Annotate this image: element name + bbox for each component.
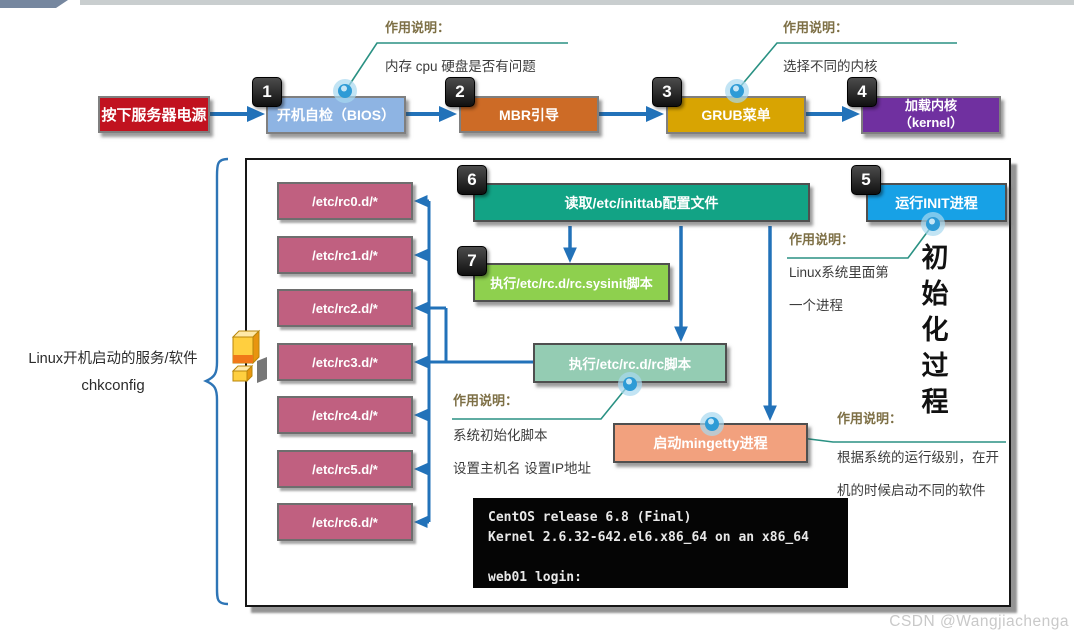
step-bios-label: 开机自检（BIOS） [276,107,396,123]
csdn-watermark: CSDN @Wangjiachenga [889,613,1069,630]
annotation-grub-title: 作用说明： [783,20,849,35]
annotation-mingetty-title: 作用说明： [837,411,903,426]
inittab-box: 读取/etc/inittab配置文件 [473,183,810,222]
mingetty-label: 启动mingetty进程 [653,435,768,451]
step-kernel-box: 加载内核 （kernel） [861,96,1001,134]
terminal-line-2: Kernel 2.6.32-642.el6.x86_64 on an x86_6… [488,530,809,545]
left-caption-line1: Linux开机启动的服务/软件 [28,351,198,367]
rc-level-box-0: /etc/rc0.d/* [277,182,413,220]
step-kernel-sublabel: （kernel） [898,115,964,130]
step-power-box: 按下服务器电源 [98,96,210,133]
rc-script-box: 执行/etc/rc.d/rc脚本 [533,343,727,383]
step-power-label: 按下服务器电源 [101,107,207,124]
step-kernel-label: 加载内核 [904,98,957,114]
step-mbr-box: MBR引导 [459,96,599,133]
init-process-box: 运行INIT进程 [866,183,1007,222]
mingetty-box: 启动mingetty进程 [613,423,808,463]
top-left-tab [0,0,68,8]
terminal-login-prompt: web01 login: [488,570,582,585]
inner-arrows [563,226,777,421]
annotation-rcscript-title: 作用说明： [453,393,519,408]
vertical-title: 初 始 化 过 程 [921,243,949,417]
warning-3d-icon [231,329,267,383]
terminal-blank-line [488,548,848,568]
annotation-mingetty-line2: 机的时候启动不同的软件 [837,483,986,498]
annotation-mingetty-line1: 根据系统的运行级别，在开 [837,450,999,465]
step-number-badge-4: 4 [847,77,877,107]
step-number-badge-7: 7 [457,246,487,276]
sysinit-label: 执行/etc/rc.d/rc.sysinit脚本 [490,276,653,291]
step-number-badge-3: 3 [652,77,682,107]
rc-level-box-2: /etc/rc2.d/* [277,289,413,327]
annotation-init-title: 作用说明： [789,232,855,247]
step-mbr-label: MBR引导 [499,106,559,123]
annotation-rcscript-line1: 系统初始化脚本 [453,428,548,443]
annotation-bios-body: 内存 cpu 硬盘是否有问题 [385,59,536,74]
init-process-label: 运行INIT进程 [895,194,978,211]
rc-level-box-4: /etc/rc4.d/* [277,396,413,434]
step-number-badge-2: 2 [445,77,475,107]
left-caption-line2: chkconfig [81,377,145,394]
top-gray-bar [80,0,1074,5]
annotation-init-line2: 一个进程 [789,298,843,313]
step-number-badge-1: 1 [252,77,282,107]
terminal-line-1: CentOS release 6.8 (Final) [488,510,692,525]
left-brace [203,157,229,606]
sysinit-box: 执行/etc/rc.d/rc.sysinit脚本 [473,263,670,302]
terminal-window: CentOS release 6.8 (Final) Kernel 2.6.32… [473,498,848,588]
rc-level-box-1: /etc/rc1.d/* [277,236,413,274]
step-grub-label: GRUB菜单 [701,107,771,123]
rc-level-box-6: /etc/rc6.d/* [277,503,413,541]
annotation-rcscript-line2: 设置主机名 设置IP地址 [453,461,592,476]
step-number-badge-6: 6 [457,165,487,195]
annotation-bios-title: 作用说明： [385,20,451,35]
inittab-label: 读取/etc/inittab配置文件 [564,194,719,211]
rc-level-box-5: /etc/rc5.d/* [277,450,413,488]
step-grub-box: GRUB菜单 [666,96,806,134]
annotation-init-line1: Linux系统里面第 [789,265,889,280]
rc-arrows [414,195,533,528]
rc-level-box-3: /etc/rc3.d/* [277,343,413,381]
step-bios-box: 开机自检（BIOS） [266,96,406,134]
annotation-grub-body: 选择不同的内核 [783,59,878,74]
step-number-badge-5: 5 [851,165,881,195]
rc-script-label: 执行/etc/rc.d/rc脚本 [568,357,692,372]
